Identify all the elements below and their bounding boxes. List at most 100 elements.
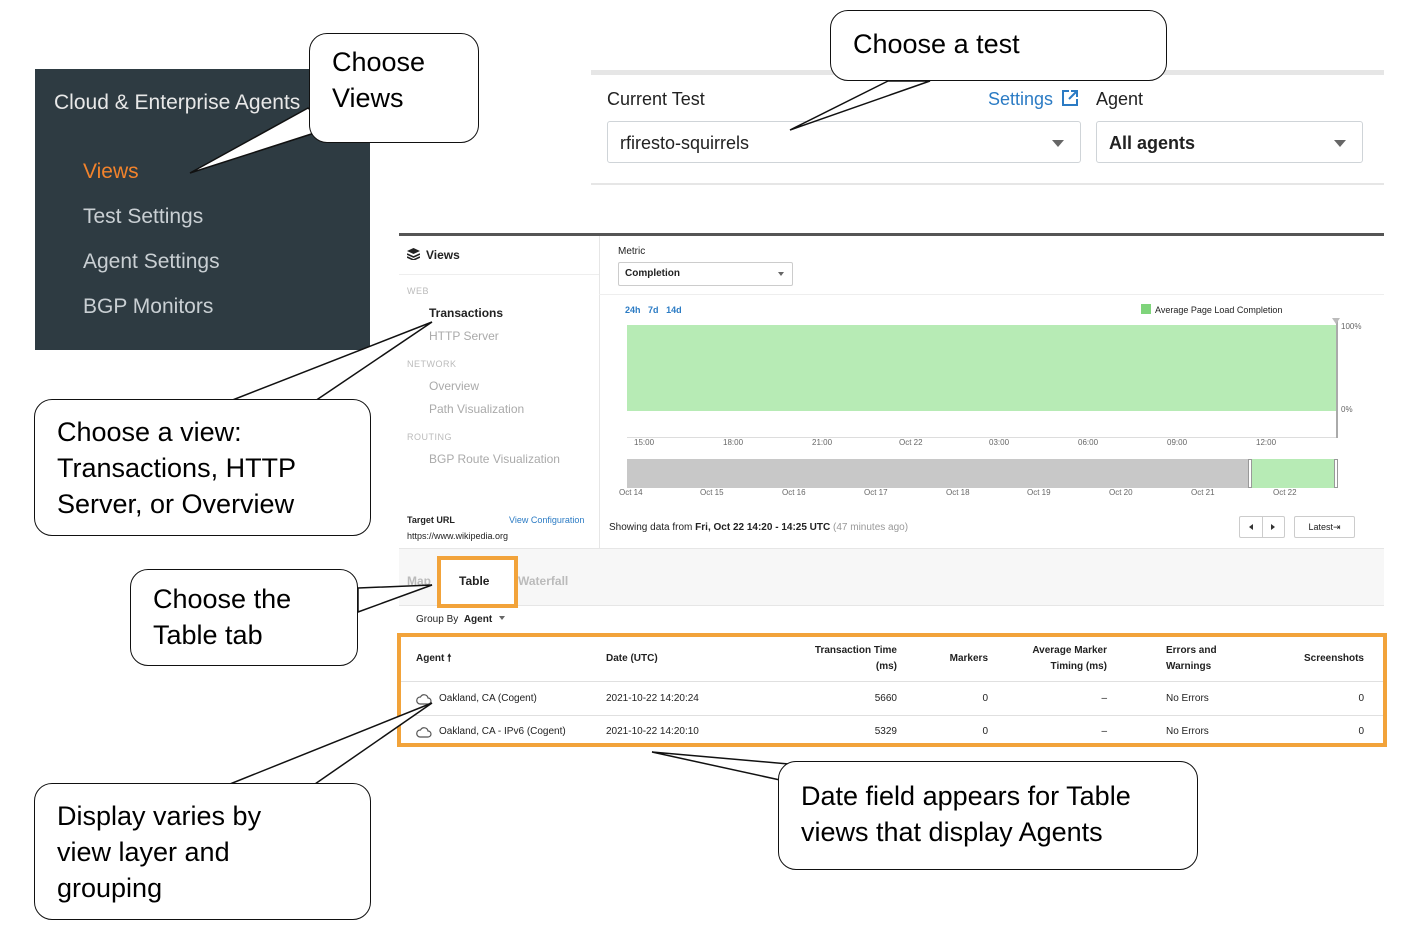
callout-views-line1: Choose <box>332 47 426 77</box>
nav-tick: Oct 20 <box>1109 488 1133 497</box>
sort-up-icon: 🠕 <box>447 653 452 664</box>
cell-avg-marker: – <box>1101 693 1107 704</box>
cell-errors: No Errors <box>1166 726 1209 737</box>
cell-transaction-time: 5660 <box>874 693 897 704</box>
sidebar-item-transactions[interactable]: Transactions <box>429 306 504 320</box>
header-errors-2: Warnings <box>1166 661 1212 672</box>
y-tick-0: 0% <box>1341 405 1353 414</box>
status-range: Fri, Oct 22 14:20 - 14:25 UTC <box>695 522 831 533</box>
nav-tick: Oct 19 <box>1027 488 1051 497</box>
header-transaction-time[interactable]: Transaction Time(ms) <box>781 643 897 675</box>
data-range-status: Showing data from Fri, Oct 22 14:20 - 14… <box>609 522 908 533</box>
x-tick: 09:00 <box>1167 438 1188 447</box>
sidebar-item-bgp-route-visualization[interactable]: BGP Route Visualization <box>429 452 560 466</box>
nav-title: Cloud & Enterprise Agents <box>54 91 301 114</box>
nav-tick: Oct 14 <box>619 488 643 497</box>
next-arrow-icon[interactable] <box>1271 524 1275 530</box>
time-cursor[interactable] <box>1336 320 1338 438</box>
x-tick: 06:00 <box>1078 438 1099 447</box>
callout-table-line1: Choose the <box>153 584 292 614</box>
current-test-select[interactable]: rfiresto-squirrels <box>607 121 1081 163</box>
nav-item-views[interactable]: Views <box>83 160 139 183</box>
x-tick: 18:00 <box>723 438 744 447</box>
callout-date-line1: Date field appears for Table <box>801 781 1131 811</box>
cell-agent[interactable]: Oakland, CA (Cogent) <box>439 693 537 704</box>
nav-item-agent-settings[interactable]: Agent Settings <box>83 250 220 273</box>
settings-link[interactable]: Settings <box>988 89 1079 110</box>
group-by-label: Group By <box>416 614 459 625</box>
status-prefix: Showing data from <box>609 522 696 533</box>
callout-display-varies: Display varies by view layer and groupin… <box>34 783 371 920</box>
callout-date-field: Date field appears for Table views that … <box>778 761 1198 870</box>
sidebar-item-path-visualization[interactable]: Path Visualization <box>429 402 525 416</box>
tab-table[interactable]: Table <box>459 574 490 588</box>
agent-value: All agents <box>1109 133 1196 153</box>
agents-table: Agent 🠕 Date (UTC) Transaction Time(ms) … <box>401 637 1383 743</box>
x-tick: 12:00 <box>1256 438 1277 447</box>
callout-choose-view: Choose a view: Transactions, HTTP Server… <box>34 399 371 536</box>
nav-item-test-settings[interactable]: Test Settings <box>83 205 204 228</box>
range-24h[interactable]: 24h <box>625 305 641 315</box>
navigator-handle-right[interactable] <box>1334 459 1338 488</box>
views-sidebar: Views WEB Transactions HTTP Server NETWO… <box>399 236 600 548</box>
agents-table-highlight <box>397 633 1387 747</box>
tab-waterfall[interactable]: Waterfall <box>518 574 569 588</box>
cell-avg-marker: – <box>1101 726 1107 737</box>
nav-tick: Oct 16 <box>782 488 806 497</box>
callout-choose-views: Choose Views <box>309 33 479 143</box>
cell-screenshots[interactable]: 0 <box>1358 693 1364 704</box>
agent-label: Agent <box>1096 89 1144 109</box>
prev-arrow-icon[interactable] <box>1249 524 1253 530</box>
x-tick: 15:00 <box>634 438 655 447</box>
y-tick-100: 100% <box>1341 322 1362 331</box>
cell-markers: 0 <box>982 726 988 737</box>
callout-display-line2: view layer and <box>57 837 230 867</box>
section-network: NETWORK <box>407 359 457 369</box>
cell-errors: No Errors <box>1166 693 1209 704</box>
metric-value: Completion <box>625 268 680 279</box>
header-date[interactable]: Date (UTC) <box>606 653 658 664</box>
test-picker: Current Test Settings Agent rfiresto-squ… <box>591 70 1384 185</box>
callout-views-line2: Views <box>332 83 404 113</box>
callout-date-line2: views that display Agents <box>801 817 1103 847</box>
cell-screenshots[interactable]: 0 <box>1358 726 1364 737</box>
section-routing: ROUTING <box>407 432 452 442</box>
header-avg-marker-1: Average Marker <box>1032 645 1107 656</box>
x-tick: Oct 22 <box>899 438 923 447</box>
sidebar-item-overview[interactable]: Overview <box>429 379 480 393</box>
chevron-down-icon <box>778 272 784 276</box>
cell-date: 2021-10-22 14:20:10 <box>606 726 699 737</box>
navigator-selection[interactable] <box>1251 459 1336 488</box>
settings-link-label[interactable]: Settings <box>988 89 1054 109</box>
nav-tick: Oct 21 <box>1191 488 1215 497</box>
chevron-down-icon <box>1334 140 1346 147</box>
views-heading: Views <box>406 248 460 262</box>
nav-item-bgp-monitors[interactable]: BGP Monitors <box>83 295 214 318</box>
group-by-value: Agent <box>463 614 493 625</box>
view-tabs-bar <box>399 548 1384 606</box>
cloud-icon <box>416 727 432 738</box>
agent-select[interactable]: All agents <box>1096 121 1363 163</box>
chart-legend: Average Page Load Completion <box>1141 304 1282 315</box>
tab-table-highlight <box>437 556 518 608</box>
cell-markers: 0 <box>982 693 988 704</box>
latest-button[interactable]: Latest⇥ <box>1294 516 1355 538</box>
callout-table-line2: Table tab <box>153 620 263 650</box>
view-configuration-link[interactable]: View Configuration <box>509 515 585 525</box>
cell-agent[interactable]: Oakland, CA - IPv6 (Cogent) <box>439 726 566 737</box>
header-screenshots[interactable]: Screenshots <box>1303 653 1364 664</box>
sidebar-item-http-server[interactable]: HTTP Server <box>429 329 499 343</box>
metric-select[interactable]: Completion <box>618 262 793 286</box>
range-7d[interactable]: 7d <box>648 305 659 315</box>
header-errors-1: Errors and <box>1166 645 1217 656</box>
nav-tick: Oct 18 <box>946 488 970 497</box>
group-by-control[interactable]: Group By Agent <box>416 614 505 625</box>
tab-map[interactable]: Map <box>407 574 431 588</box>
navigator-handle-left[interactable] <box>1248 459 1252 488</box>
range-14d[interactable]: 14d <box>666 305 682 315</box>
header-markers[interactable]: Markers <box>949 653 988 664</box>
main-panel <box>399 233 1384 761</box>
header-agent[interactable]: Agent 🠕 <box>416 651 451 667</box>
